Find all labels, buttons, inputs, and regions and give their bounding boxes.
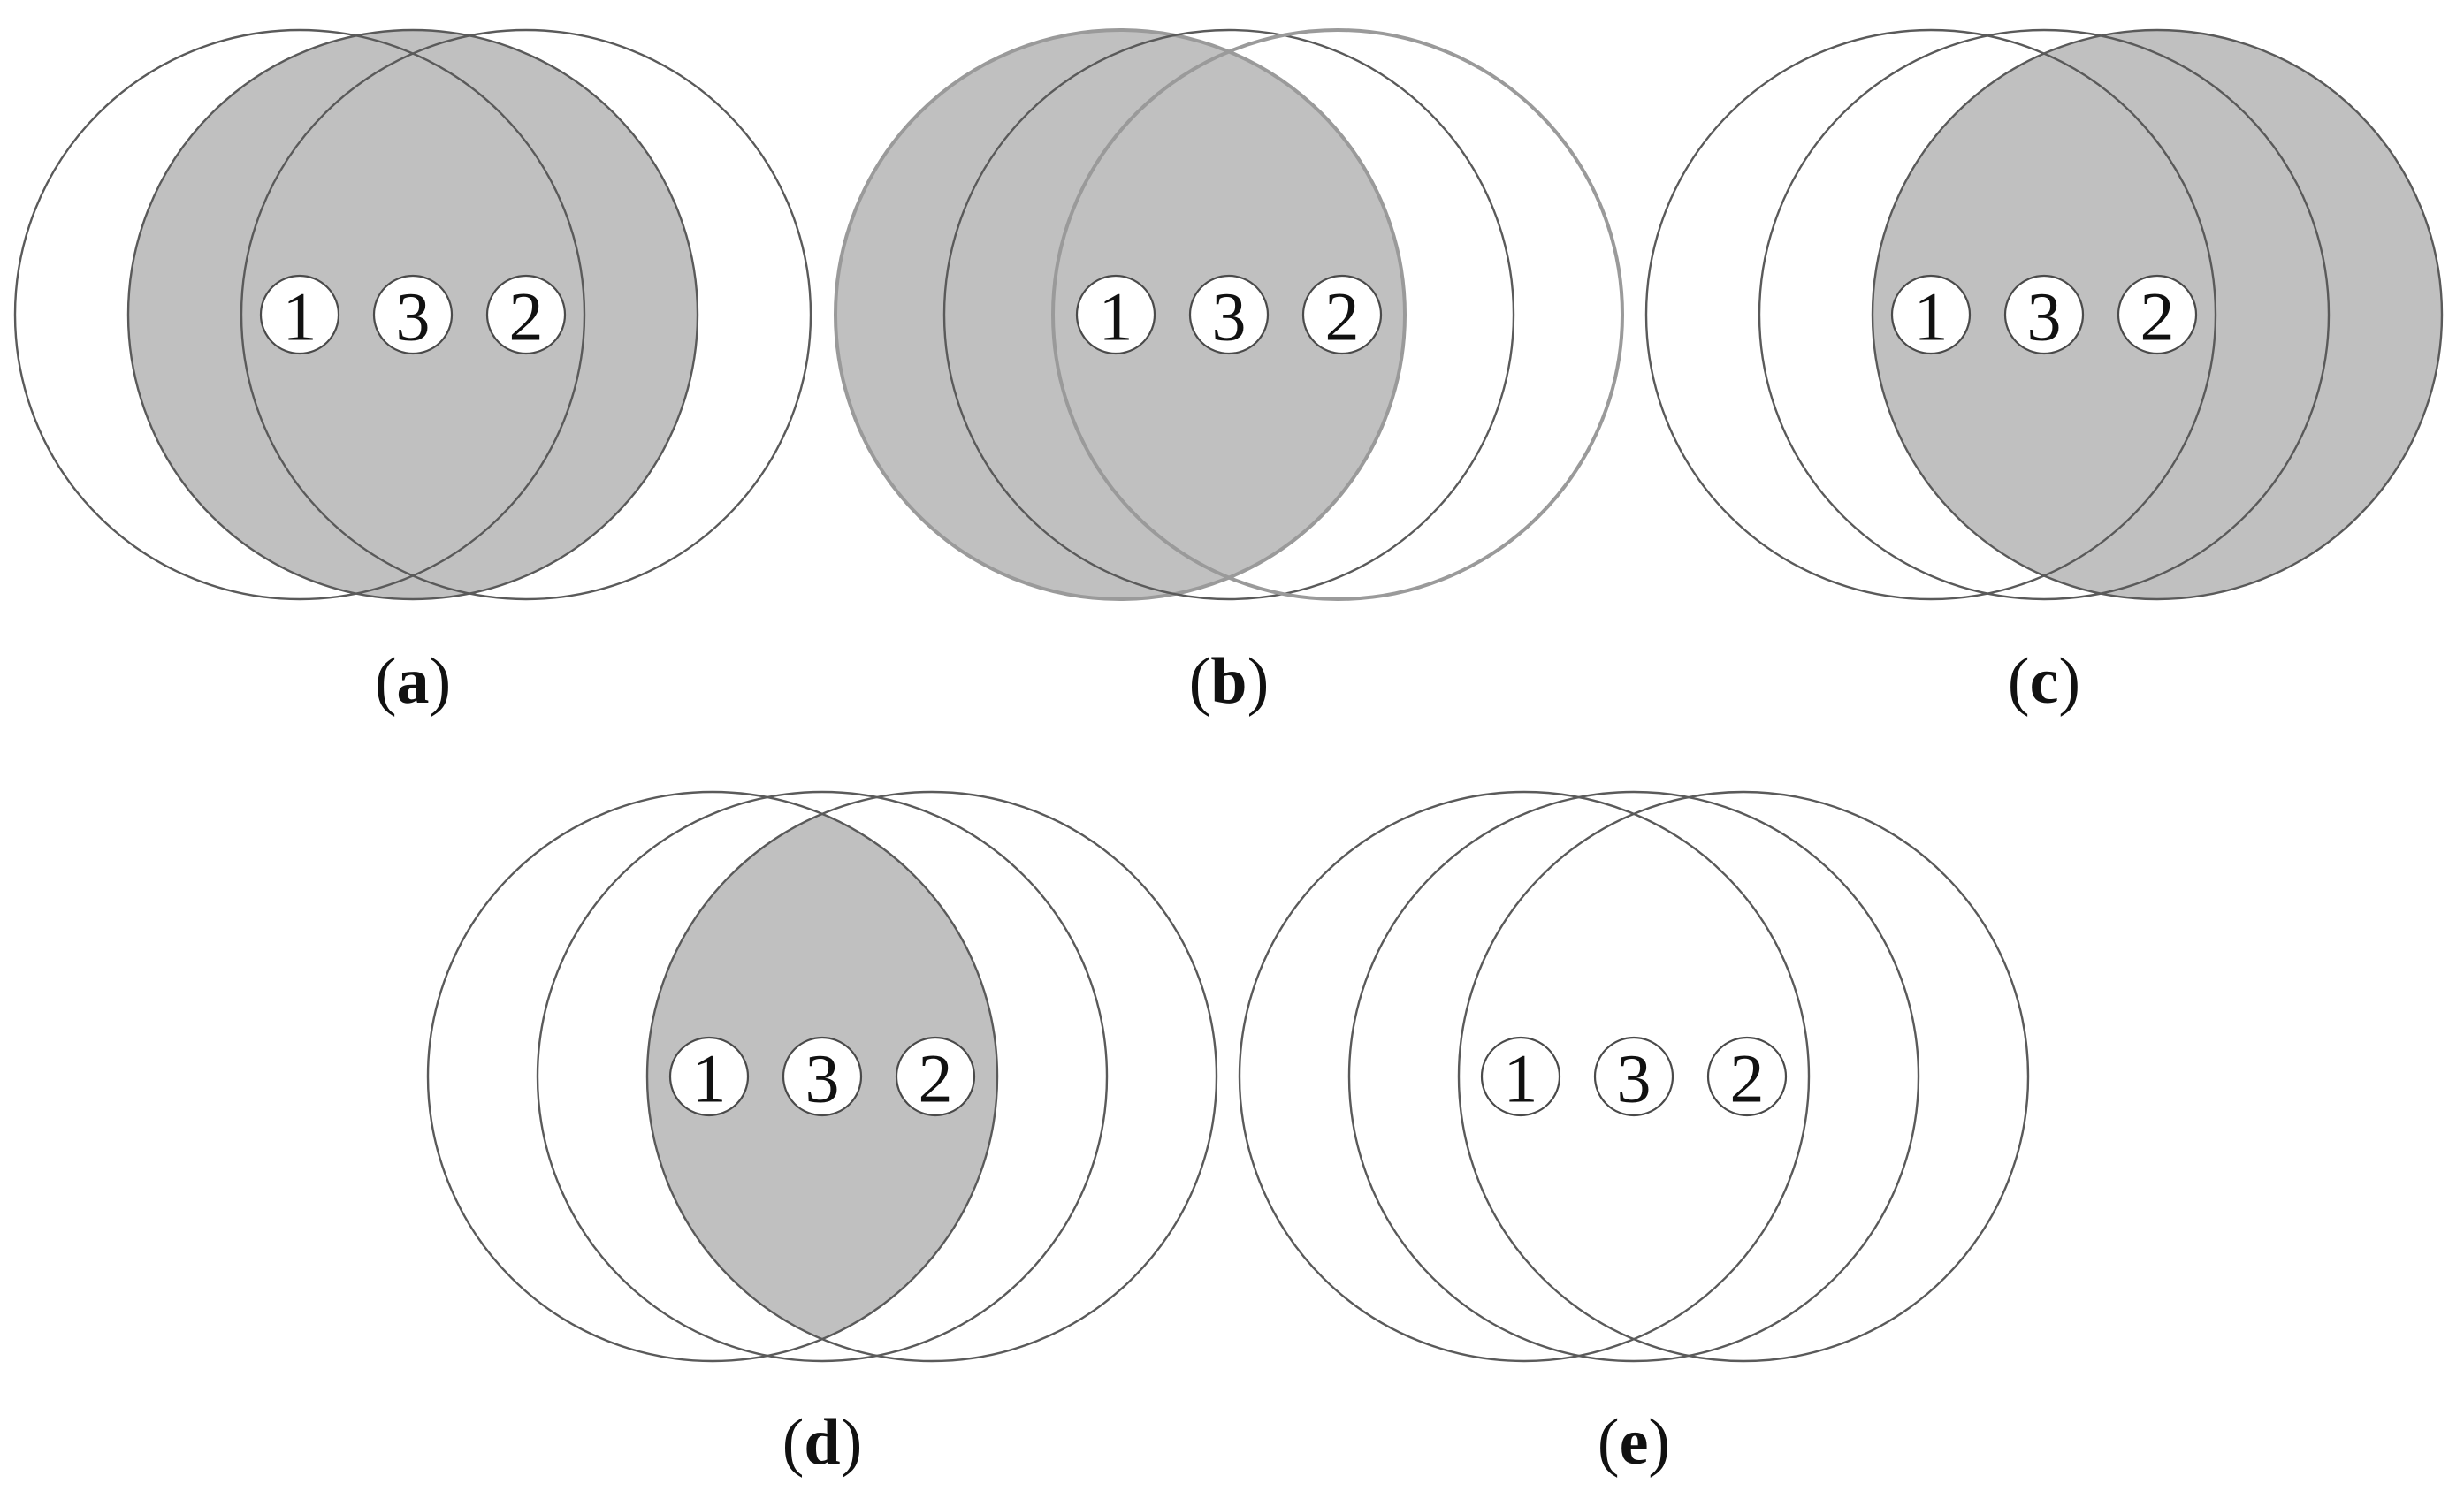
caption-close: ) — [430, 645, 452, 718]
node-disc — [485, 274, 567, 355]
node-disc — [1593, 1036, 1674, 1117]
middle-circle — [536, 790, 1109, 1363]
panel-caption: (e) — [1598, 1406, 1670, 1479]
caption-close: ) — [1247, 645, 1270, 718]
node-1: 1 — [1075, 274, 1156, 355]
panel-caption: (c) — [2008, 645, 2080, 718]
node-1: 1 — [668, 1036, 750, 1117]
caption-open: ( — [1598, 1406, 1620, 1479]
caption-letter: a — [397, 645, 430, 718]
middle-circle — [126, 28, 699, 601]
panel-e: 1 3 2 (e) — [1238, 790, 2030, 1479]
node-label: 3 — [1212, 278, 1247, 355]
left-circle — [13, 28, 586, 601]
panel-d: 1 3 2 (d) — [426, 790, 1218, 1479]
right-circle — [645, 790, 1218, 1363]
node-disc — [1301, 274, 1383, 355]
middle-circle — [942, 28, 1515, 601]
node-label: 1 — [1504, 1040, 1538, 1117]
caption-letter: d — [804, 1406, 840, 1479]
node-disc — [259, 274, 340, 355]
node-1: 1 — [1480, 1036, 1561, 1117]
node-disc — [1075, 274, 1156, 355]
node-3: 3 — [1188, 274, 1270, 355]
node-3: 3 — [1593, 1036, 1674, 1117]
right-circle — [1871, 28, 2444, 601]
node-disc — [1706, 1036, 1788, 1117]
node-3: 3 — [2003, 274, 2085, 355]
panel-c: 1 3 2 (c) — [1644, 28, 2444, 718]
node-label: 2 — [509, 278, 544, 355]
caption-letter: e — [1620, 1406, 1649, 1479]
node-label: 1 — [1099, 278, 1133, 355]
left-circle — [1238, 790, 1811, 1363]
left-circle — [1644, 28, 2217, 601]
caption-open: ( — [782, 1406, 805, 1479]
node-3: 3 — [782, 1036, 863, 1117]
node-label: 2 — [1325, 278, 1360, 355]
node-1: 1 — [259, 274, 340, 355]
left-circle — [834, 28, 1407, 601]
caption-letter: c — [2030, 645, 2059, 718]
node-disc — [1480, 1036, 1561, 1117]
node-3: 3 — [372, 274, 454, 355]
node-disc — [782, 1036, 863, 1117]
caption-open: ( — [1189, 645, 1211, 718]
caption-letter: b — [1210, 645, 1247, 718]
caption-open: ( — [375, 645, 397, 718]
right-circle — [1457, 790, 2030, 1363]
node-disc — [1890, 274, 1972, 355]
node-2: 2 — [2117, 274, 2198, 355]
panel-caption: (a) — [375, 645, 451, 718]
caption-open: ( — [2008, 645, 2030, 718]
panel-b: 1 3 2 (b) — [834, 28, 1624, 718]
right-circle — [1051, 28, 1624, 601]
caption-close: ) — [841, 1406, 863, 1479]
node-1: 1 — [1890, 274, 1972, 355]
node-2: 2 — [1301, 274, 1383, 355]
node-2: 2 — [895, 1036, 976, 1117]
middle-circle — [1347, 790, 1920, 1363]
middle-circle — [1758, 28, 2331, 601]
node-2: 2 — [1706, 1036, 1788, 1117]
right-circle — [240, 28, 812, 601]
node-disc — [2117, 274, 2198, 355]
node-disc — [895, 1036, 976, 1117]
node-label: 3 — [2027, 278, 2062, 355]
node-label: 2 — [2140, 278, 2175, 355]
node-label: 2 — [1730, 1040, 1765, 1117]
node-label: 2 — [919, 1040, 953, 1117]
node-disc — [668, 1036, 750, 1117]
panel-caption: (d) — [782, 1406, 862, 1479]
node-label: 3 — [805, 1040, 840, 1117]
node-disc — [1188, 274, 1270, 355]
node-label: 1 — [283, 278, 317, 355]
node-disc — [2003, 274, 2085, 355]
node-label: 1 — [692, 1040, 727, 1117]
panel-a: 1 3 2 (a) — [13, 28, 812, 718]
node-label: 3 — [396, 278, 431, 355]
left-circle — [426, 790, 999, 1363]
caption-close: ) — [1648, 1406, 1670, 1479]
node-label: 3 — [1617, 1040, 1652, 1117]
node-disc — [372, 274, 454, 355]
caption-close: ) — [2058, 645, 2080, 718]
node-2: 2 — [485, 274, 567, 355]
node-label: 1 — [1914, 278, 1949, 355]
panel-caption: (b) — [1189, 645, 1269, 718]
